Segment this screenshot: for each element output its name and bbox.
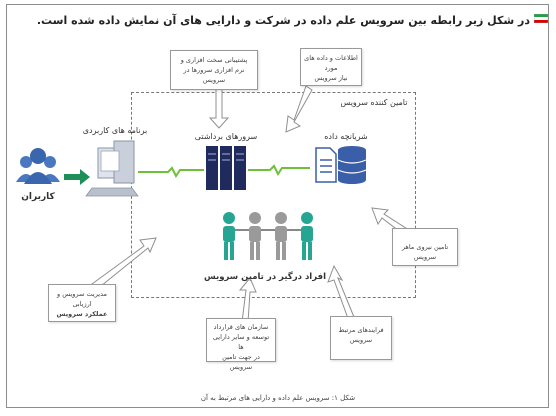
data-servers-label: سرورهای برداشتی — [194, 132, 258, 141]
flag-icon — [534, 14, 548, 23]
users-icon — [16, 148, 60, 184]
user-apps-label: برنامه های کاربردی — [82, 126, 148, 135]
service-provider-label: تامین کننده سرویس — [340, 98, 408, 107]
note-service-management: مدیریت سرویس و ارزیابی عملکرد سرویس — [48, 284, 116, 322]
people-label: افراد درگیر در تامین سرویس — [204, 272, 326, 282]
note-contract-organizations: سازمان های قرارداد توسعه و سایر دارایی ه… — [206, 318, 276, 371]
figure-frame — [6, 4, 549, 408]
people-icon — [223, 212, 313, 260]
servers-data-connector — [248, 164, 310, 176]
server-icon — [206, 146, 246, 190]
note-hardware-support: پشتیبانی سخت افزاری و نرم افزاری سرورها … — [170, 50, 258, 90]
note-required-data: اطلاعات و داده های مورد نیاز سرویس — [300, 48, 362, 86]
data-store-label: شریانچه داده — [324, 132, 368, 141]
note-skilled-workforce: تامین نیروی ماهر سرویس — [392, 228, 458, 266]
page-title: در شکل زیر رابطه بین سرویس علم داده در ش… — [36, 14, 530, 27]
computer-icon — [85, 140, 139, 197]
users-to-apps-arrow — [64, 169, 90, 185]
users-label: کاربران — [21, 192, 55, 202]
note-related-processes: فرایندهای مرتبط سرویس — [330, 316, 392, 360]
figure-caption: شکل ۱: سرویس علم داده و دارایی های مرتبط… — [200, 394, 356, 402]
document-icon — [315, 147, 337, 183]
apps-servers-connector — [138, 166, 204, 178]
callout-arrows — [91, 85, 413, 325]
database-icon — [337, 146, 367, 184]
